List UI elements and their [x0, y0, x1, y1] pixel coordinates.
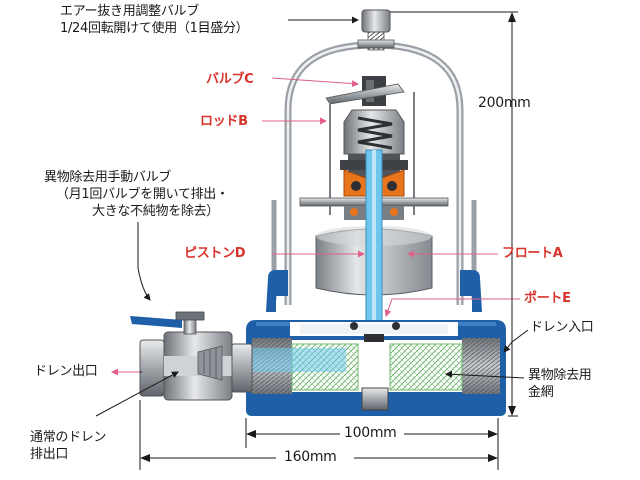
dimension-100mm: [245, 418, 499, 470]
label-rod-b: ロッドB: [200, 114, 248, 129]
right-thread-pattern: [462, 338, 500, 394]
label-port-e: ポートE: [524, 291, 571, 306]
leader-valve-c: [271, 77, 359, 88]
label-float-a: フロートA: [502, 246, 563, 261]
label-drain-inlet: ドレン入口: [530, 320, 594, 335]
left-clip: [266, 270, 288, 312]
label-manual-valve-1: 異物除去用手動バルブ: [44, 170, 172, 185]
bottom-plug: [361, 387, 389, 411]
dimension-160mm: [139, 400, 498, 470]
leader-drain-inlet: [503, 329, 529, 353]
screw-right: [392, 322, 400, 330]
leader-normal-drain: [95, 371, 179, 417]
right-clip: [460, 270, 482, 312]
label-manual-valve-2: （月1回バルブを開いて排出・: [56, 187, 229, 202]
lever-arm: [325, 83, 405, 105]
label-normal-drain-1: 通常のドレン: [30, 430, 107, 445]
label-air-valve-1: エアー抜き用調整バルブ: [60, 4, 199, 19]
label-drain-outlet: ドレン出口: [34, 364, 98, 379]
leader-manual-valve: [137, 222, 151, 301]
dimension-label-100mm: 100mm: [344, 425, 397, 441]
dimension-label-160mm: 160mm: [284, 449, 337, 465]
dimension-label-200mm: 200mm: [478, 95, 531, 111]
port-e-seat: [364, 334, 384, 342]
label-normal-drain-2: 排出口: [30, 447, 69, 462]
label-manual-valve-3: 大きな不純物を除去）: [92, 204, 220, 219]
dimension-200mm: [432, 11, 518, 417]
label-screen-2: 金網: [528, 385, 554, 400]
mesh-screen-right: [389, 343, 463, 391]
leader-screen: [445, 370, 525, 379]
flow-passage: [246, 348, 346, 372]
label-screen-1: 異物除去用: [528, 368, 592, 383]
stem-highlight: [372, 150, 376, 350]
drain-outlet-assembly: [130, 311, 253, 401]
leader-port-e: [384, 298, 520, 317]
screw-left: [350, 322, 358, 330]
air-vent-valve: [357, 9, 432, 51]
label-piston-d: ピストンD: [184, 246, 246, 261]
label-valve-c: バルブC: [206, 72, 254, 87]
label-air-valve-2: 1/24回転開けて使用（1目盛分）: [60, 21, 249, 36]
